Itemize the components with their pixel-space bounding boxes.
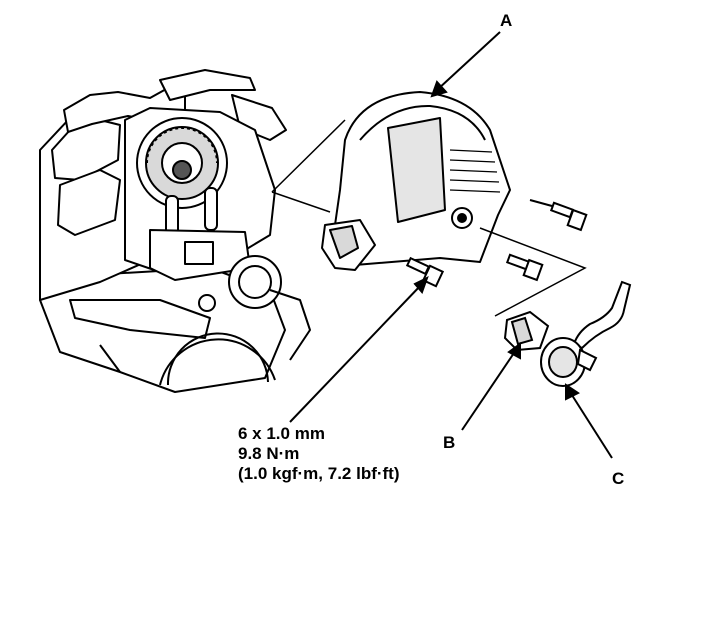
- callout-arrows: [289, 31, 613, 459]
- torque-alt-label: (1.0 kgf·m, 7.2 lbf·ft): [238, 464, 400, 483]
- bolt-leader-lines: [479, 227, 587, 317]
- cover-bolt-lower-left: [405, 256, 445, 288]
- cover-bolt-lower-right: [505, 253, 544, 282]
- callout-label-c: C: [612, 469, 625, 488]
- harness-grommet-c: [540, 280, 632, 387]
- torque-nm-label: 9.8 N·m: [238, 444, 300, 463]
- upper-timing-belt-cover: [321, 91, 511, 271]
- cover-bolt-upper-right: [529, 199, 588, 232]
- connector-b: [503, 310, 550, 352]
- leader-lines-engine: [271, 119, 346, 213]
- engine-block-illustration: [39, 69, 311, 393]
- bolt-torque-spec: 6 x 1.0 mm 9.8 N·m (1.0 kgf·m, 7.2 lbf·f…: [238, 424, 400, 484]
- bolt-size-label: 6 x 1.0 mm: [238, 424, 325, 443]
- callout-label-b: B: [443, 433, 456, 452]
- callout-label-a: A: [500, 11, 513, 30]
